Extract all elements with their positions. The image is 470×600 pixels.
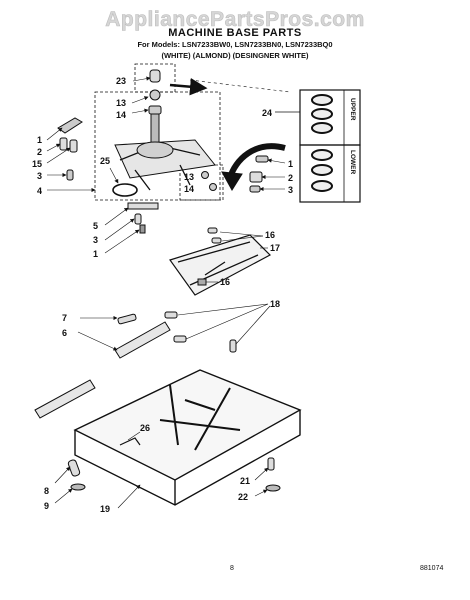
part-3-left: [66, 169, 74, 181]
lower-panel: [299, 144, 361, 203]
callout-numbers: 23 13 14 24 1 2 15 3 25 4 1 2 3 13 14 5 …: [32, 76, 293, 514]
part-13-top: [149, 89, 161, 101]
callout-8: 8: [44, 486, 49, 496]
callout-21: 21: [240, 476, 250, 486]
part-18-c: [229, 339, 237, 353]
side-brace-left: [34, 379, 96, 419]
callout-3-lower: 3: [93, 235, 98, 245]
lower-seal-1: [311, 149, 333, 161]
callout-leaders: [46, 76, 286, 509]
callout-9: 9: [44, 501, 49, 511]
part-22-foot: [265, 484, 281, 492]
callout-14-snubber: 14: [184, 184, 194, 194]
lower-seal-2: [311, 164, 333, 176]
callout-16-top: 16: [265, 230, 275, 240]
bearing-kit-panel: [275, 89, 361, 203]
leader-16a: [219, 231, 264, 237]
motor-mount-part-17: [169, 227, 271, 296]
callout-1-lower: 1: [93, 249, 98, 259]
part-16-top-b: [211, 237, 222, 244]
callout-1-left: 1: [37, 135, 42, 145]
callout-3-right: 3: [288, 185, 293, 195]
part-15: [69, 139, 78, 153]
part-7: [117, 313, 137, 325]
part-14-top: [148, 105, 162, 115]
gear-case-hub: [136, 141, 174, 159]
callout-16-bottom: 16: [220, 277, 230, 287]
upper-label: UPPER: [349, 98, 356, 121]
callout-14-top: 14: [116, 110, 126, 120]
upper-seal-2: [311, 108, 333, 120]
callout-24: 24: [262, 108, 272, 118]
watermark: AppliancePartsPros.com: [105, 8, 365, 32]
leader-26: [127, 431, 141, 441]
part-26-clip: [119, 437, 141, 446]
part-18-b: [173, 335, 187, 343]
callout-1-right: 1: [288, 159, 293, 169]
part-2-left: [59, 137, 68, 151]
callout-15: 15: [32, 159, 42, 169]
upper-bearing: [311, 122, 333, 134]
insert-arrow: [169, 78, 208, 96]
part-1-right: [255, 155, 269, 163]
callout-2-right: 2: [288, 173, 293, 183]
upper-seal-1: [311, 94, 333, 106]
callout-25: 25: [100, 156, 110, 166]
direction-arrowhead: [221, 171, 243, 191]
panel-leader: [189, 79, 291, 93]
lower-bearing: [311, 180, 333, 192]
callout-7: 7: [62, 313, 67, 323]
callout-26: 26: [140, 423, 150, 433]
callout-17: 17: [270, 243, 280, 253]
transmission-assembly: [57, 63, 291, 234]
part-3-lower: [134, 213, 142, 225]
snubber-dashed-box: [179, 164, 224, 201]
part-9-foot: [70, 483, 86, 491]
part-6-brace: [114, 321, 171, 359]
part-16-bottom: [197, 278, 207, 286]
callout-18: 18: [270, 299, 280, 309]
part-23: [149, 69, 161, 83]
part-2-right: [249, 171, 263, 183]
part-25-ring: [112, 183, 138, 197]
leader-16a2: [221, 235, 264, 242]
callout-5: 5: [93, 221, 98, 231]
frame-crossbars: [159, 384, 241, 451]
leader-18b: [185, 303, 269, 340]
leader-18c: [235, 305, 271, 345]
page-title: MACHINE BASE PARTS: [168, 27, 302, 39]
model-numbers: For Models: LSN7233BW0, LSN7233BN0, LSN7…: [137, 40, 333, 49]
callout-3-left: 3: [37, 171, 42, 181]
part-3-right: [249, 185, 261, 193]
part-14-snubber: [209, 183, 217, 191]
callout-19: 19: [100, 504, 110, 514]
part-16-top-a: [207, 227, 218, 234]
callout-13-top: 13: [116, 98, 126, 108]
leader-18a: [177, 303, 269, 316]
machine-base-frame: [34, 303, 302, 506]
callout-4: 4: [37, 186, 42, 196]
gear-case-arms: [119, 147, 201, 191]
callout-6: 6: [62, 328, 67, 338]
base-frame-top: [73, 369, 302, 481]
callout-2-left: 2: [37, 147, 42, 157]
lower-label: LOWER: [349, 150, 356, 174]
part-1-lower: [139, 224, 146, 234]
part-13-snubber: [201, 171, 209, 179]
part-1-left: [57, 117, 83, 134]
callout-22: 22: [238, 492, 248, 502]
part-5: [127, 202, 159, 210]
part-18-a: [164, 311, 178, 319]
model-variants: (WHITE) (ALMOND) (DESINGNER WHITE): [161, 51, 309, 60]
part-21: [267, 457, 275, 471]
page-number: 8: [230, 565, 234, 572]
callout-13-snubber: 13: [184, 172, 194, 182]
document-number: 881074: [420, 565, 444, 572]
callout-23: 23: [116, 76, 126, 86]
